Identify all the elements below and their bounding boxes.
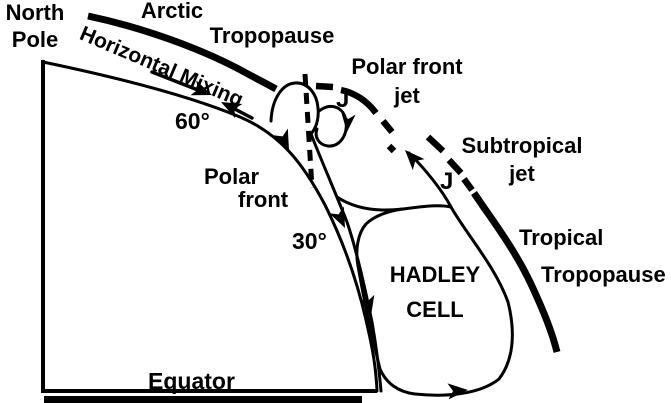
hadley-bottom-arrowhead bbox=[447, 383, 468, 400]
arctic-tropopause-label-line1: Arctic bbox=[140, 0, 204, 23]
front-flow-arrowhead-lower bbox=[358, 294, 375, 316]
tropical-tropopause-line bbox=[471, 191, 561, 353]
hadley-cell-label-line2: CELL bbox=[406, 297, 464, 322]
ascending-branch-arrowhead bbox=[405, 150, 425, 171]
polar-front-jet-label-line1: Polar front bbox=[351, 54, 463, 79]
latitude-60-label: 60° bbox=[175, 108, 210, 134]
polar-front-jet-core-marker: J bbox=[336, 86, 350, 113]
arctic-tropopause-label-line2: Tropopause bbox=[209, 23, 335, 48]
polar-front-label-line2: front bbox=[238, 187, 289, 212]
hadley-top-inflow-line bbox=[335, 195, 405, 212]
polar-front-label-line1: Polar bbox=[204, 164, 260, 189]
polar-front-jet-label-line2: jet bbox=[394, 83, 420, 108]
front-flow-arrowhead-upper bbox=[273, 128, 289, 150]
subtropical-jet-label-line2: jet bbox=[509, 161, 535, 186]
north-pole-label-line1: North bbox=[5, 0, 65, 25]
front-flow-arrowhead-middle bbox=[329, 206, 345, 228]
north-pole-label-line2: Pole bbox=[11, 27, 59, 52]
pole-equator-frame bbox=[41, 60, 377, 393]
eddy-loop bbox=[314, 105, 348, 148]
tropical-tropopause-label-line1: Tropical bbox=[519, 225, 604, 250]
polar-front-dashed-boundary bbox=[302, 73, 315, 189]
subtropical-jet-core-marker: J bbox=[440, 168, 454, 195]
subtropical-jet-dashes bbox=[425, 134, 475, 192]
arctic-tropopause-line bbox=[87, 12, 278, 93]
hadley-cell-label-line1: HADLEY bbox=[389, 262, 481, 287]
subtropical-jet-label-line1: Subtropical bbox=[461, 133, 583, 158]
eddy-arrowhead bbox=[341, 113, 356, 132]
tropopause-fold-dome bbox=[269, 81, 320, 136]
hadley-cell-loop bbox=[355, 204, 514, 397]
mixing-left-arrowhead bbox=[221, 102, 243, 119]
latitude-30-label: 30° bbox=[292, 228, 327, 254]
equator-label: Equator bbox=[148, 368, 235, 394]
mixing-right-arrowhead bbox=[190, 80, 212, 96]
earth-surface-curve bbox=[41, 60, 379, 393]
mixing-arrow-right-shaft bbox=[150, 70, 205, 94]
tropical-tropopause-label-line2: Tropopause bbox=[541, 262, 666, 287]
scan-artifact-bar bbox=[44, 396, 362, 403]
polar-front-line bbox=[309, 132, 383, 393]
polar-front-jet-dashes bbox=[315, 82, 397, 154]
